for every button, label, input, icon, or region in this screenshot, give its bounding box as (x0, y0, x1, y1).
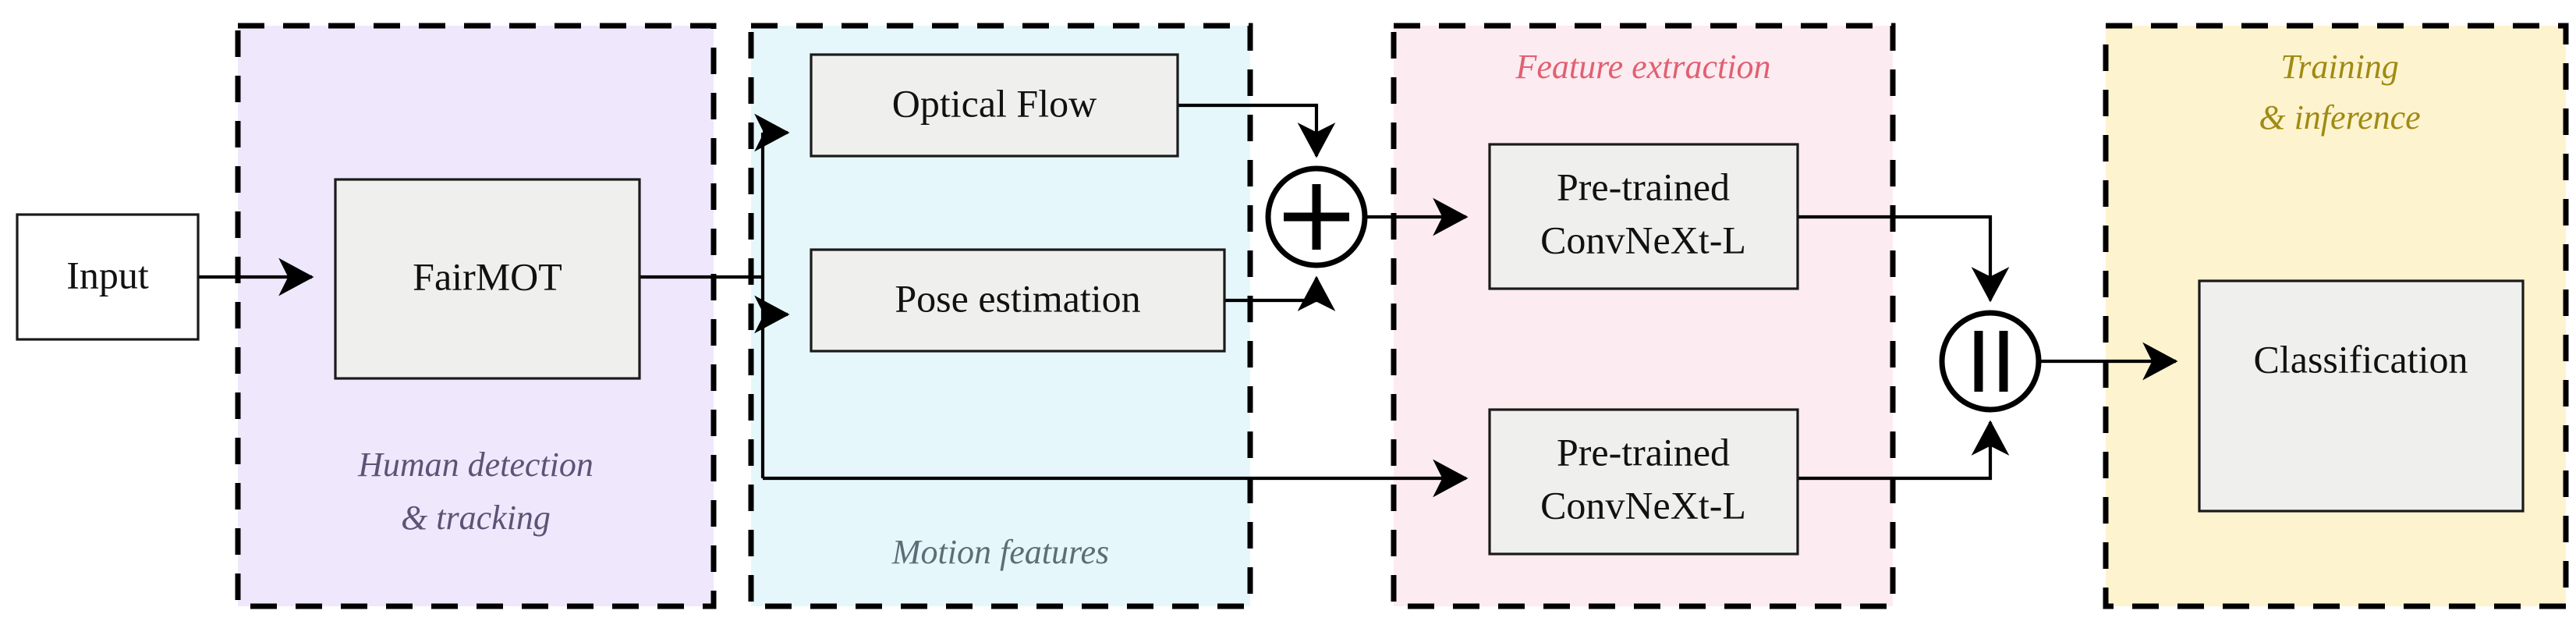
group-feature-extraction-label-line1: Feature extraction (1515, 48, 1770, 86)
node-fairmot-label: FairMOT (413, 254, 562, 298)
edge-convnext-top-to-concat (1798, 215, 2010, 303)
node-pretrained-convnext-top-label-line1: Pre-trained (1557, 165, 1730, 208)
concat-operator[interactable] (1939, 310, 2042, 413)
node-pretrained-convnext-top[interactable]: Pre-trained ConvNeXt-L (1488, 143, 1799, 290)
node-optical-flow-rect[interactable] (810, 53, 1179, 158)
group-human-detection-label-line1: Human detection (357, 446, 594, 484)
operators (1265, 165, 2042, 413)
node-optical-flow-label: Optical Flow (892, 81, 1097, 125)
group-motion-features-label-line1: Motion features (891, 533, 1109, 571)
node-input-label: Input (66, 253, 149, 296)
edge-pose-estimation-to-add (1224, 275, 1336, 311)
node-pretrained-convnext-bottom-label-line1: Pre-trained (1557, 430, 1730, 474)
node-optical-flow[interactable]: Optical Flow (810, 53, 1179, 158)
node-pretrained-convnext-top-label-line2: ConvNeXt-L (1540, 218, 1746, 261)
concat-operator-circle[interactable] (1939, 310, 2042, 413)
node-classification-label: Classification (2254, 337, 2468, 381)
node-pose-estimation[interactable]: Pose estimation (810, 248, 1226, 353)
node-fairmot[interactable]: FairMOT (334, 178, 641, 380)
edge-convnext-bottom-to-concat (1798, 420, 2010, 481)
group-human-detection-label-line2: & tracking (401, 499, 551, 537)
node-classification-rect[interactable] (2198, 279, 2525, 513)
node-fairmot-rect[interactable] (334, 178, 641, 380)
node-pretrained-convnext-bottom[interactable]: Pre-trained ConvNeXt-L (1488, 408, 1799, 556)
node-input[interactable]: Input (16, 213, 200, 341)
node-pose-estimation-label: Pose estimation (895, 276, 1140, 320)
nodes: Input FairMOT Optical Flow Pose estimati… (16, 53, 2525, 556)
node-classification[interactable]: Classification (2198, 279, 2525, 513)
node-input-rect[interactable] (16, 213, 200, 341)
node-pretrained-convnext-bottom-rect[interactable] (1488, 408, 1799, 556)
node-pretrained-convnext-bottom-label-line2: ConvNeXt-L (1540, 483, 1746, 527)
group-training-inference-label-line1: Training (2280, 48, 2399, 86)
node-pose-estimation-rect[interactable] (810, 248, 1226, 353)
group-training-inference-label-line2: & inference (2259, 98, 2420, 137)
node-pretrained-convnext-top-rect[interactable] (1488, 143, 1799, 290)
edge-optical-flow-to-add (1178, 103, 1336, 158)
add-operator[interactable] (1265, 165, 1368, 268)
edges (198, 103, 2178, 498)
